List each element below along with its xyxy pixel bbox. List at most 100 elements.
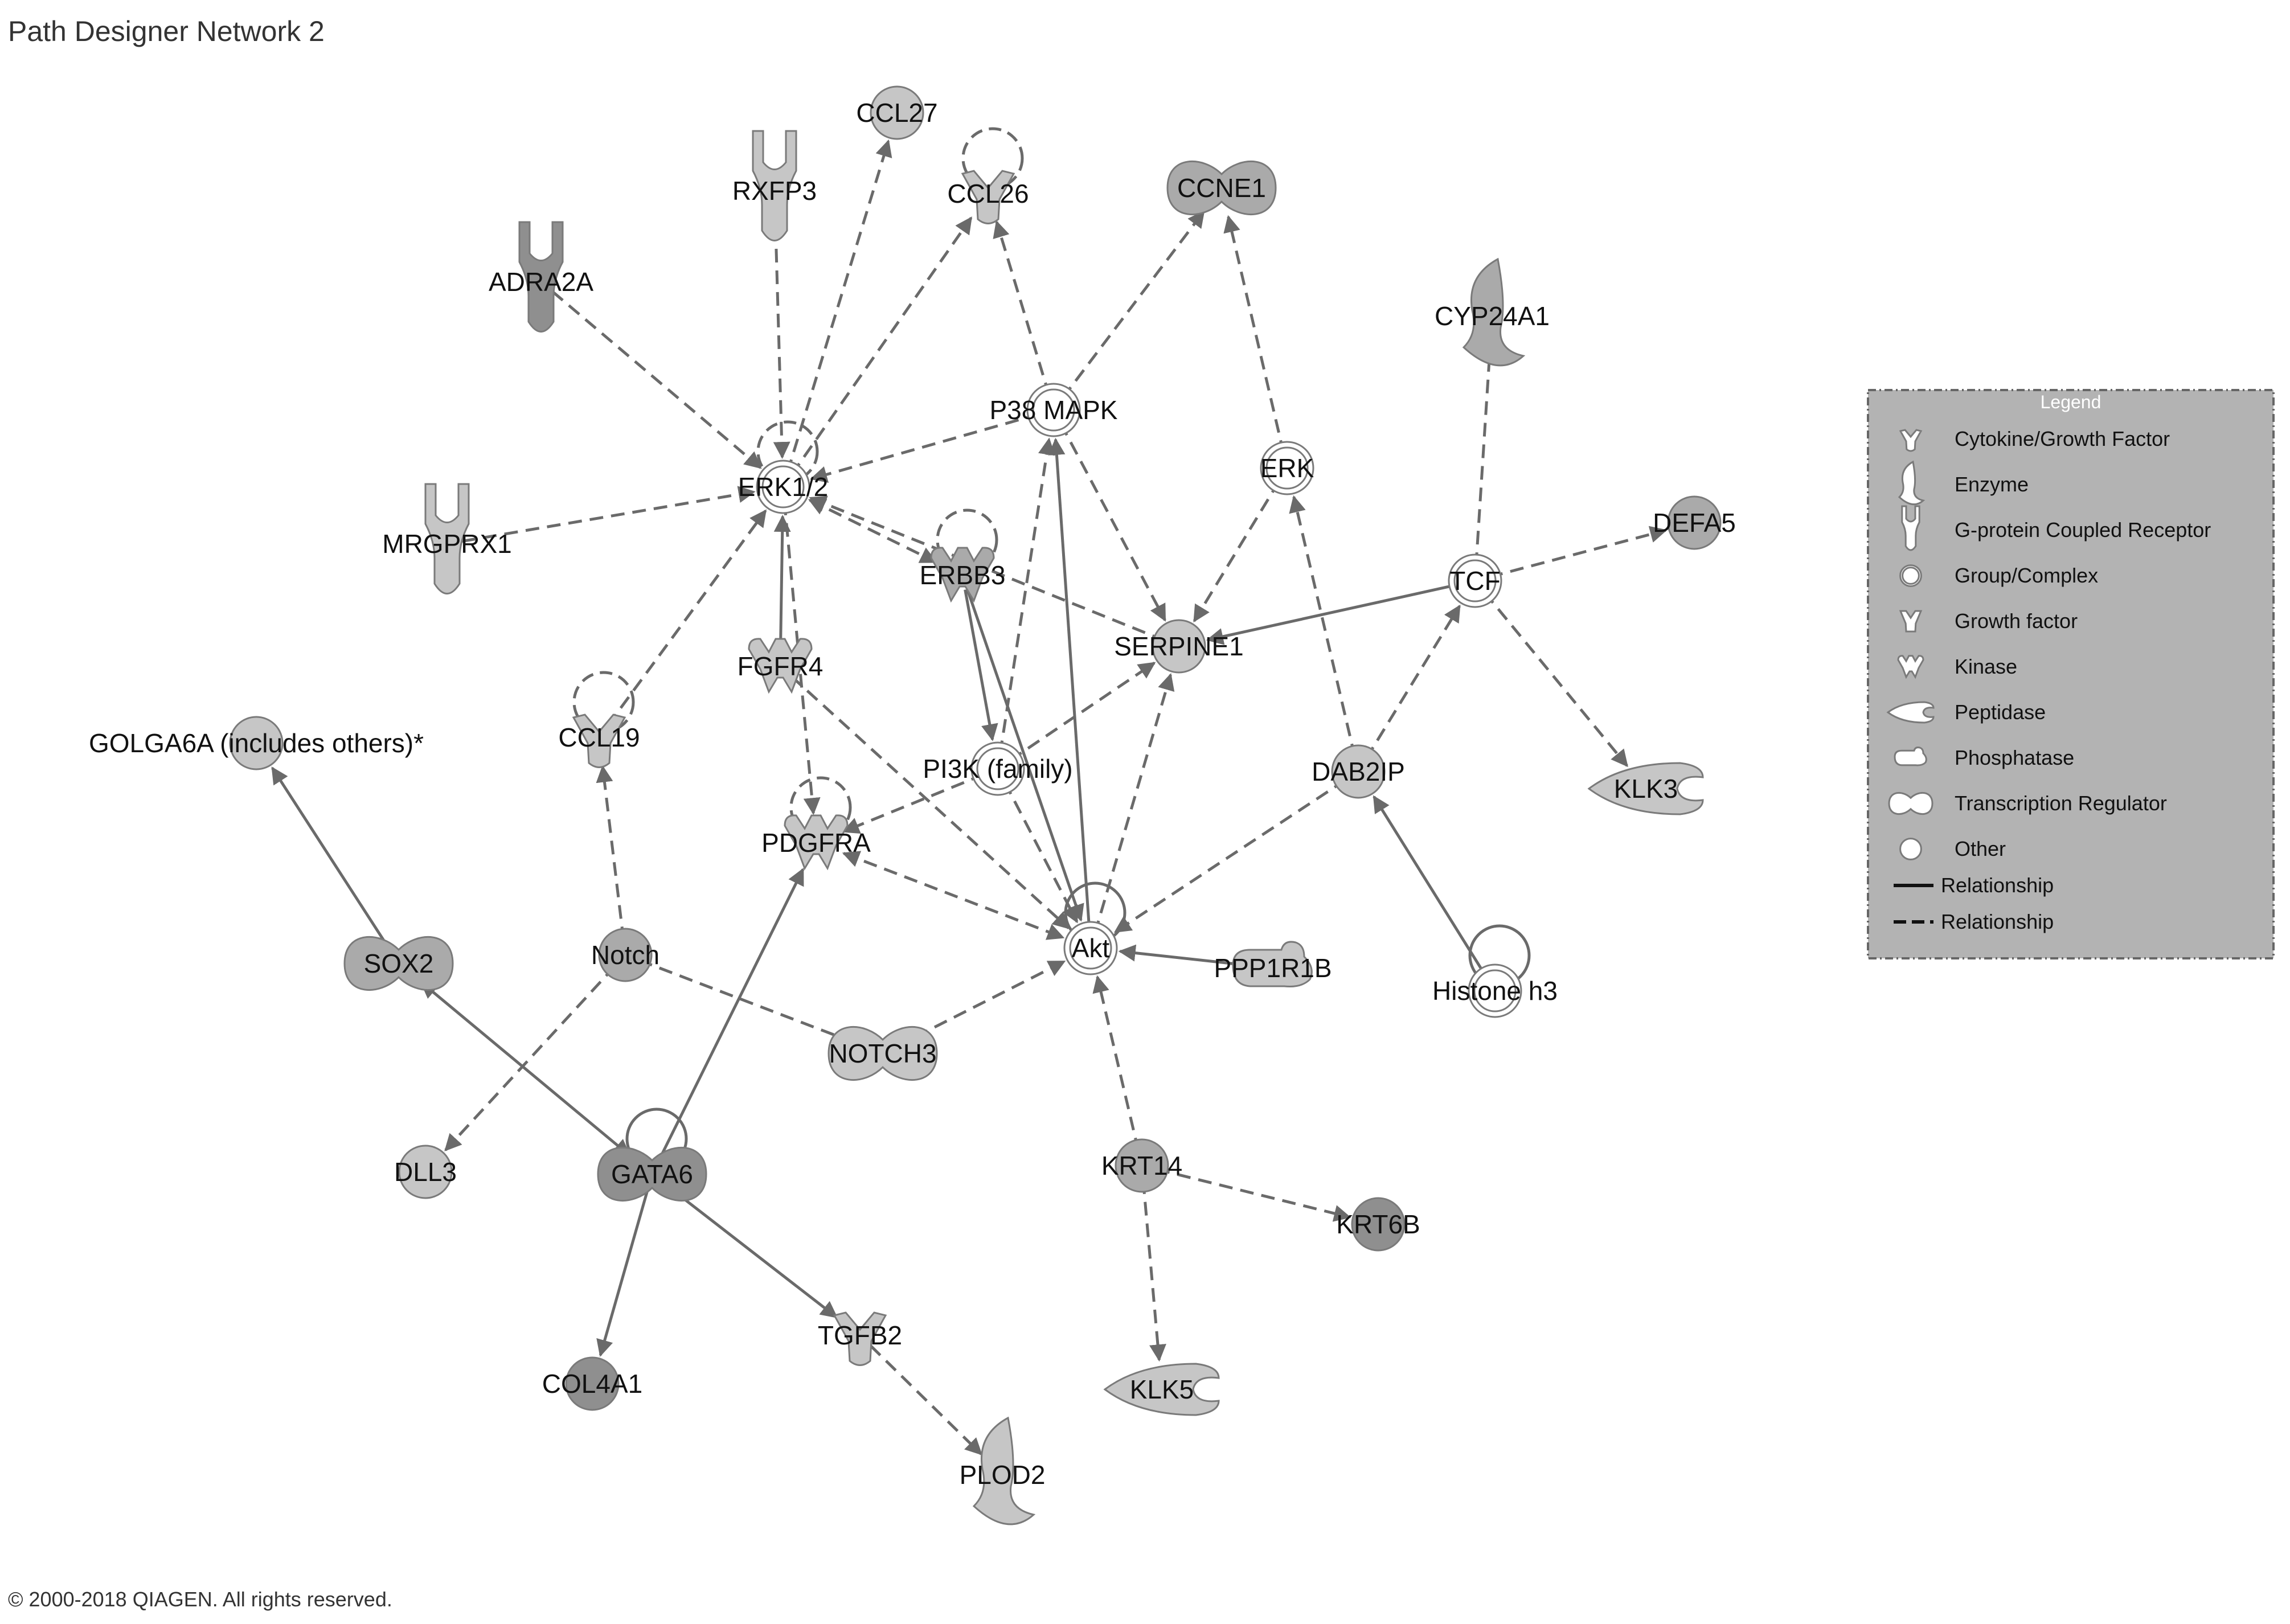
legend-item-enzyme: Enzyme xyxy=(1898,460,2029,506)
node-dab2ip[interactable]: DAB2IP xyxy=(1312,744,1405,799)
node-label: PLOD2 xyxy=(960,1460,1046,1490)
node-krt14[interactable]: KRT14 xyxy=(1101,1138,1182,1193)
copyright-footer: © 2000-2018 QIAGEN. All rights reserved. xyxy=(8,1588,392,1611)
node-ccl26[interactable]: CCL26 xyxy=(947,170,1029,224)
node-p38mapk[interactable]: P38 MAPK xyxy=(990,383,1118,437)
node-ccl27[interactable]: CCL27 xyxy=(856,85,938,140)
legend-item-solid-line: Relationship xyxy=(1894,873,2054,897)
node-label: FGFR4 xyxy=(738,651,824,681)
edge-ERK12-CCL26 xyxy=(790,216,973,476)
node-label: KRT6B xyxy=(1336,1209,1420,1239)
node-label: CCNE1 xyxy=(1177,173,1266,203)
node-dll3[interactable]: DLL3 xyxy=(394,1145,457,1199)
edge-DAB2IP-Akt xyxy=(1113,778,1347,933)
peptidase-icon xyxy=(1886,701,1935,724)
node-pdgfra[interactable]: PDGFRA xyxy=(761,814,871,871)
node-label: PPP1R1B xyxy=(1214,953,1332,983)
node-erk12[interactable]: ERK1/2 xyxy=(738,460,829,514)
legend-item-phosphatase: Phosphatase xyxy=(1894,746,2074,769)
node-defa5[interactable]: DEFA5 xyxy=(1653,495,1736,550)
edge-MRGPRX1-ERK12 xyxy=(461,486,756,543)
edge-TGFB2-PLOD2 xyxy=(869,1344,983,1455)
node-adra2a[interactable]: ADRA2A xyxy=(489,221,593,333)
node-gata6[interactable]: GATA6 xyxy=(597,1147,707,1201)
node-label: PDGFRA xyxy=(761,828,871,858)
node-erk[interactable]: ERK xyxy=(1260,441,1314,495)
node-mrgprx1[interactable]: MRGPRX1 xyxy=(382,483,512,594)
node-label: RXFP3 xyxy=(732,176,817,206)
node-tcf[interactable]: TCF xyxy=(1448,553,1502,608)
edge-P38MAPK-CCNE1 xyxy=(1061,210,1205,399)
node-label: SOX2 xyxy=(364,949,434,978)
node-notch3[interactable]: NOTCH3 xyxy=(827,1026,938,1081)
node-ppp1r1b[interactable]: PPP1R1B xyxy=(1214,941,1332,987)
legend-item-circle: Other xyxy=(1899,837,2006,860)
legend-item-label: Relationship xyxy=(1941,873,2054,897)
enzyme-icon xyxy=(1898,460,1926,506)
growth-icon xyxy=(1899,610,1923,633)
edge-RXFP3-ERK12 xyxy=(773,205,790,460)
edge-KRT14-KLK5 xyxy=(1141,1180,1166,1362)
legend-item-cytokine: Cytokine/Growth Factor xyxy=(1899,427,2170,452)
edge-SOX2-GATA6 xyxy=(420,981,631,1157)
node-erbb3[interactable]: ERBB3 xyxy=(920,547,1006,603)
node-notch[interactable]: Notch xyxy=(591,928,659,982)
edge-Akt-P38MAPK xyxy=(1048,437,1091,934)
edge-TCF-SERPINE1 xyxy=(1206,583,1461,645)
node-label: P38 MAPK xyxy=(990,395,1118,425)
edge-ERK12-ERBB3 xyxy=(808,498,938,564)
legend-item-label: Peptidase xyxy=(1955,700,2046,724)
edge-ERBB3-PI3K xyxy=(964,589,998,741)
node-plod2[interactable]: PLOD2 xyxy=(960,1416,1046,1525)
node-klk5[interactable]: KLK5 xyxy=(1103,1363,1220,1416)
node-label: CYP24A1 xyxy=(1435,301,1550,331)
legend-item-label: Kinase xyxy=(1955,655,2017,678)
node-label: PI3K (family) xyxy=(923,754,1072,784)
node-serpine1[interactable]: SERPINE1 xyxy=(1114,619,1244,674)
legend-item-label: G-protein Coupled Receptor xyxy=(1955,518,2211,542)
node-label: TGFB2 xyxy=(818,1320,902,1350)
node-fgfr4[interactable]: FGFR4 xyxy=(738,638,824,694)
legend-item-growth: Growth factor xyxy=(1899,609,2078,633)
legend-item-label: Other xyxy=(1955,837,2006,860)
edge-TCF-KLK3 xyxy=(1483,591,1628,768)
edge-Notch-NOTCH3 xyxy=(638,958,857,1045)
node-pi3k[interactable]: PI3K (family) xyxy=(923,741,1073,796)
node-cyp24a1[interactable]: CYP24A1 xyxy=(1435,257,1550,367)
legend-item-group: Group/Complex xyxy=(1899,564,2098,587)
legend-item-transcription: Transcription Regulator xyxy=(1888,792,2167,815)
edge-P38MAPK-CCL26 xyxy=(993,220,1051,396)
node-akt[interactable]: Akt xyxy=(1063,921,1118,975)
node-ccne1[interactable]: CCNE1 xyxy=(1166,161,1277,215)
edge-GATA6-TGFB2 xyxy=(663,1182,838,1319)
node-krt6b[interactable]: KRT6B xyxy=(1336,1197,1420,1252)
edge-GATA6-COL4A1 xyxy=(596,1188,650,1357)
edge-Histone-DAB2IP xyxy=(1373,795,1489,979)
node-label: DLL3 xyxy=(394,1157,457,1187)
edge-P38MAPK-SERPINE1 xyxy=(1059,422,1166,622)
edge-FGFR4-ERK12 xyxy=(773,514,791,652)
legend-item-label: Phosphatase xyxy=(1955,746,2074,769)
node-label: GATA6 xyxy=(611,1159,693,1189)
node-klk3[interactable]: KLK3 xyxy=(1587,762,1704,815)
node-ccl19[interactable]: CCL19 xyxy=(558,713,640,768)
node-histone[interactable]: Histone h3 xyxy=(1432,963,1558,1018)
legend-item-peptidase: Peptidase xyxy=(1886,700,2046,724)
edge-CCL19-ERK12 xyxy=(607,509,767,727)
node-sox2[interactable]: SOX2 xyxy=(343,936,454,991)
node-col4a1[interactable]: COL4A1 xyxy=(542,1356,642,1411)
node-rxfp3[interactable]: RXFP3 xyxy=(732,130,817,241)
node-label: MRGPRX1 xyxy=(382,529,511,559)
edge-PI3K-P38MAPK xyxy=(998,437,1055,754)
edge-Akt-SERPINE1 xyxy=(1093,673,1175,934)
edge-ADRA2A-ERK12 xyxy=(551,290,762,469)
node-label: NOTCH3 xyxy=(829,1039,936,1068)
kinase-icon xyxy=(1897,655,1924,679)
node-tgfb2[interactable]: TGFB2 xyxy=(818,1311,902,1366)
node-golga6a[interactable]: GOLGA6A (includes others)* xyxy=(89,716,424,770)
edge-ERK12-CCL27 xyxy=(786,139,892,473)
edge-ERK-CCNE1 xyxy=(1223,215,1285,454)
